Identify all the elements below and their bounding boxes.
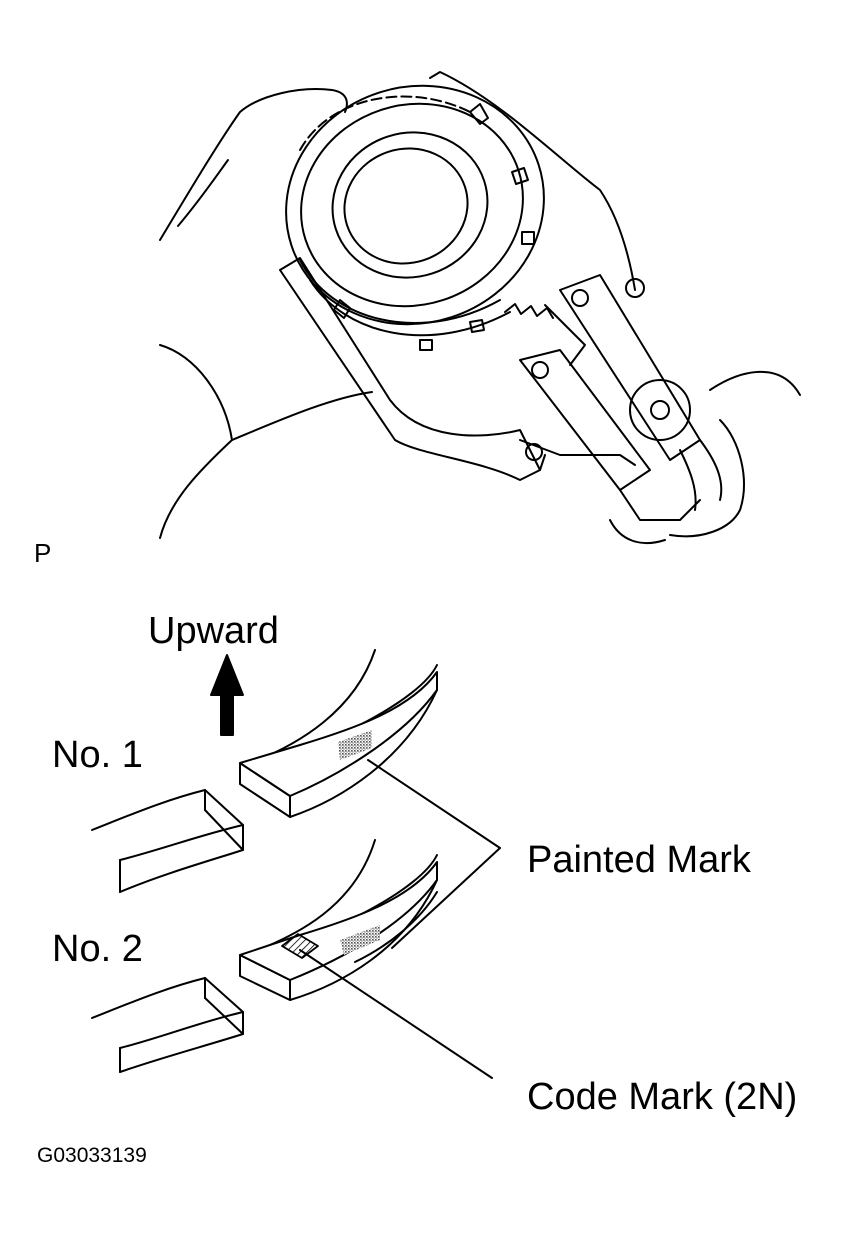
painted-mark-label: Painted Mark: [527, 839, 751, 881]
piston-bore-outer: [314, 112, 507, 297]
direction-label: Upward: [148, 610, 279, 652]
left-hand-finger: [178, 160, 228, 226]
expander-pivot-2: [626, 279, 644, 297]
arrow-up-icon: [211, 655, 243, 735]
code-mark-label: Code Mark (2N): [527, 1076, 798, 1118]
ring-diagram: [92, 650, 500, 1078]
code-mark-symbol: [282, 934, 318, 958]
ring-no1-left: [92, 790, 243, 892]
figure-id: G03033139: [37, 1144, 147, 1167]
painted-mark-no2: [340, 925, 380, 955]
expander-arm-2: [520, 350, 650, 490]
piston-bore-inner: [329, 133, 482, 280]
piston-illustration: [160, 53, 800, 543]
ring-1-label: No. 1: [52, 734, 143, 776]
left-arm: [232, 392, 372, 440]
expander-pivot-1: [572, 290, 588, 306]
ring-groove-3: [310, 280, 510, 335]
left-hand-edge: [160, 440, 232, 538]
leader-painted-mark-1: [368, 760, 500, 848]
piston-skirt: [280, 258, 540, 480]
left-hand: [160, 89, 347, 240]
expander-knob: [630, 380, 690, 440]
leader-code-mark: [300, 950, 492, 1078]
ring-2-label: No. 2: [52, 928, 143, 970]
ring-groove-2: [300, 260, 500, 323]
leader-painted-mark-2: [392, 848, 500, 948]
ring-no2-left: [92, 978, 243, 1072]
expander-pivot-4: [526, 444, 542, 460]
ring-groove-top: [300, 96, 470, 150]
piston-crown-outer: [255, 53, 575, 358]
right-hand: [710, 372, 800, 395]
expander-pivot-3: [532, 362, 548, 378]
ring-no2-right: [240, 840, 437, 1000]
painted-mark-no1: [338, 730, 372, 760]
left-hand-lower: [160, 345, 232, 440]
ring-no1-right: [240, 650, 437, 817]
view-label: P: [34, 538, 52, 568]
